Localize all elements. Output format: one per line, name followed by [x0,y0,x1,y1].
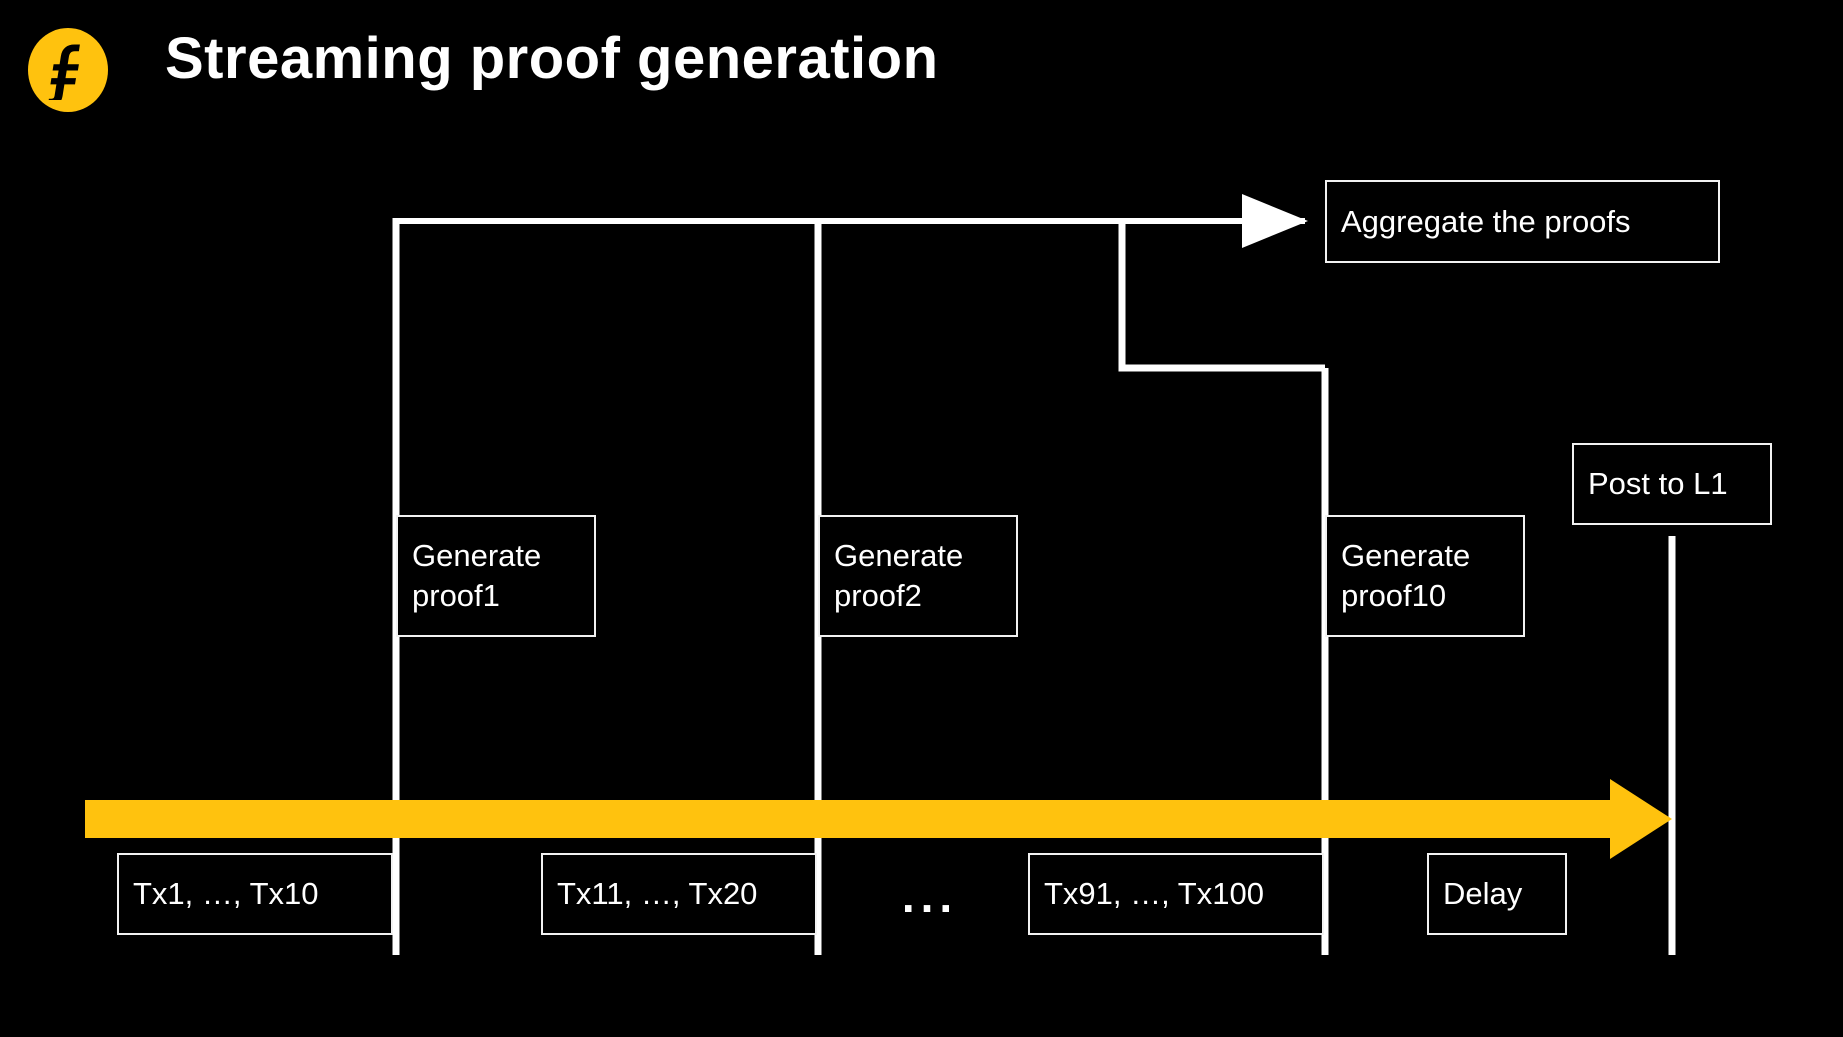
node-aggregate-the-proofs[interactable]: Aggregate the proofs [1325,180,1720,263]
node-generate-proof10[interactable]: Generate proof10 [1325,515,1525,637]
page-title: Streaming proof generation [165,26,939,91]
timeline-arrow [85,779,1672,859]
node-generate-proof1[interactable]: Generate proof1 [396,515,596,637]
filecoin-f-logo-icon [28,28,108,112]
node-delay[interactable]: Delay [1427,853,1567,935]
node-generate-proof2[interactable]: Generate proof2 [818,515,1018,637]
node-tx-batch-2[interactable]: Tx11, …, Tx20 [541,853,817,935]
proof10-elbow-connector [1118,221,1325,372]
node-tx-batch-10[interactable]: Tx91, …, Tx100 [1028,853,1324,935]
node-tx-batch-1[interactable]: Tx1, …, Tx10 [117,853,393,935]
ellipsis-separator: ... [901,870,959,922]
page-header: Streaming proof generation [0,0,1843,140]
node-post-to-l1[interactable]: Post to L1 [1572,443,1772,525]
